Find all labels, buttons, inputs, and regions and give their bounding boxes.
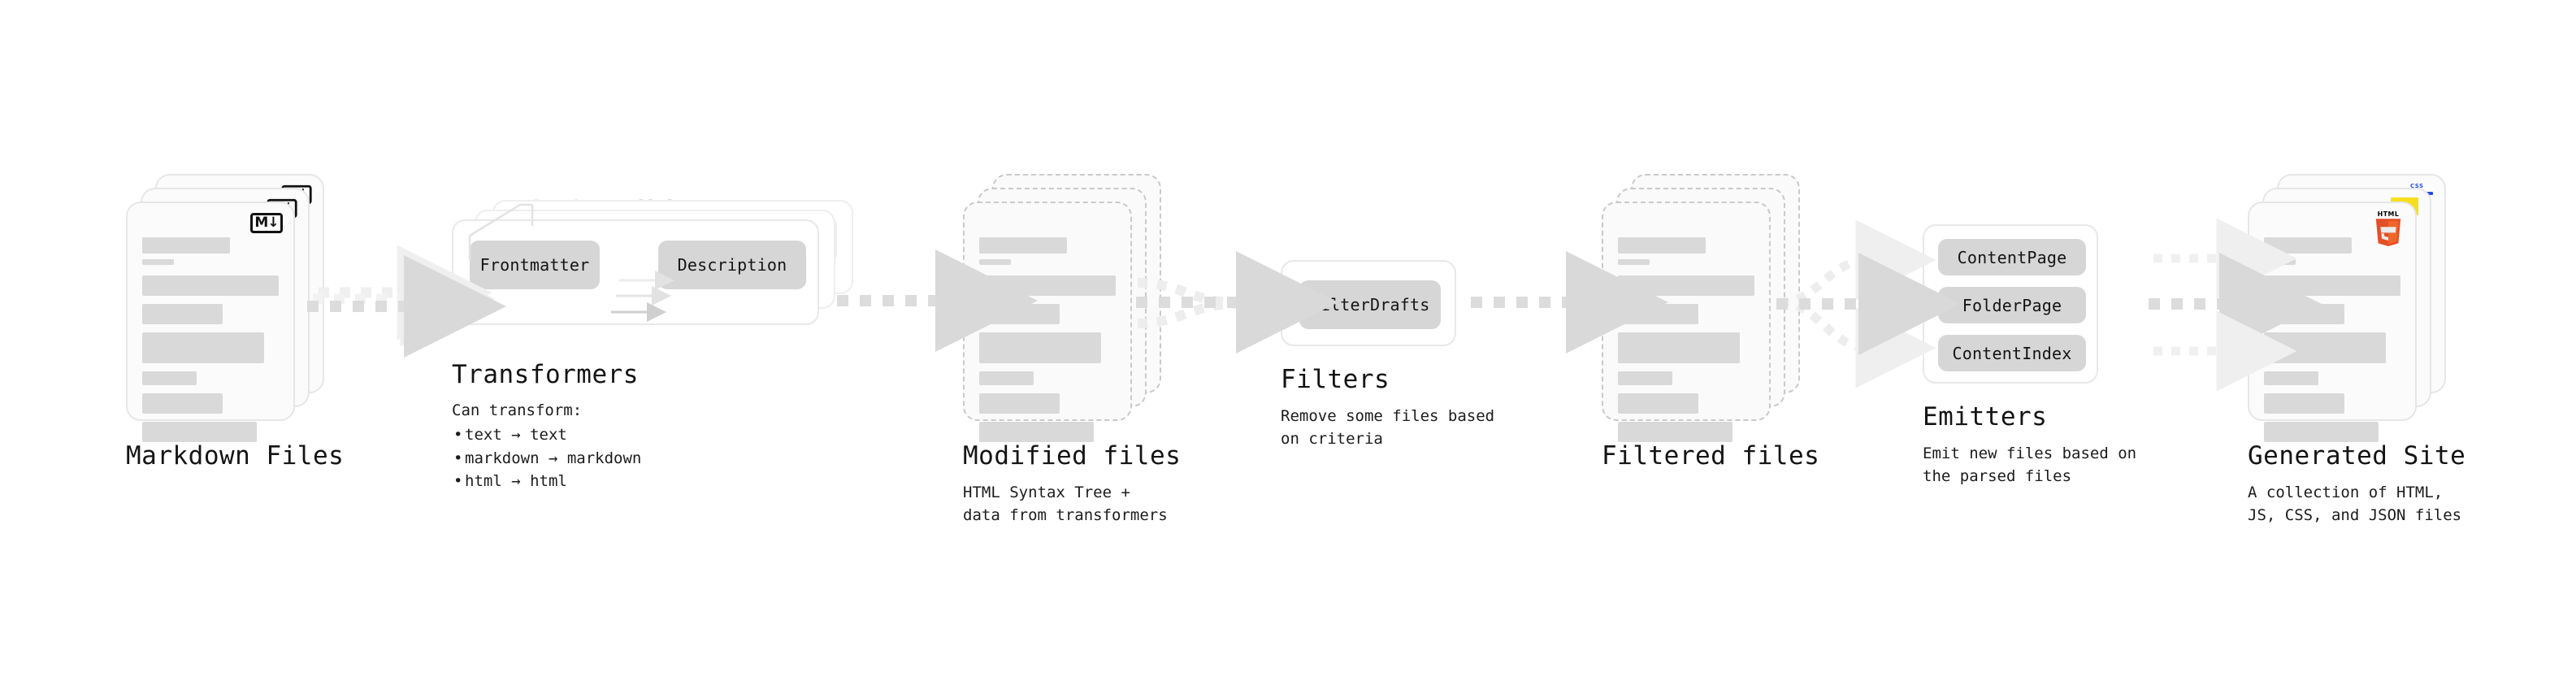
filters-container: FilterDrafts <box>1281 260 1456 346</box>
skeleton-bar <box>1618 332 1740 363</box>
skeleton-bar <box>979 393 1060 414</box>
skeleton-bar <box>979 259 1011 265</box>
skeleton-bars <box>2264 237 2400 450</box>
skeleton-bar <box>979 237 1067 254</box>
skeleton-bar <box>1618 393 1699 414</box>
markdown-icon: M↓ <box>250 213 283 233</box>
stage-modified-files: Modified files HTML Syntax Tree + data f… <box>963 174 1182 527</box>
transformers-bullet-list: text → text markdown → markdown html → h… <box>452 423 858 493</box>
skeleton-bar <box>2264 393 2345 414</box>
html5-icon: HTML <box>2371 210 2405 249</box>
site-card-front: HTML <box>2248 202 2417 442</box>
skeleton-bar <box>142 237 230 254</box>
markdown-card-stack: M↓ M↓ M↓ <box>126 174 326 442</box>
stage-emitters: ContentPage FolderPage ContentIndex Emit… <box>1923 224 2136 488</box>
skeleton-bar <box>142 332 264 363</box>
skeleton-bar <box>142 275 279 296</box>
stage-title-filters: Filters <box>1281 365 1390 394</box>
stage-markdown-files: M↓ M↓ M↓ Markdown Files <box>126 174 345 471</box>
skeleton-bar <box>142 422 258 442</box>
skeleton-bar <box>1618 371 1673 385</box>
skeleton-bar <box>979 304 1060 324</box>
svg-text:HTML: HTML <box>2378 210 2400 218</box>
skeleton-bar <box>979 371 1034 385</box>
skeleton-bar <box>142 393 223 414</box>
skeleton-bars <box>979 237 1116 450</box>
site-card-stack: CSS HTML <box>2248 174 2451 442</box>
emitter-node-contentpage[interactable]: ContentPage <box>1938 239 2086 275</box>
skeleton-bars <box>1618 237 1754 450</box>
skeleton-bar <box>2264 422 2379 442</box>
filtered-card-front <box>1602 202 1771 442</box>
skeleton-bar <box>2264 304 2345 324</box>
modified-card-stack <box>963 174 1163 442</box>
stage-title-generated-site: Generated Site <box>2248 441 2466 471</box>
emitter-node-contentindex[interactable]: ContentIndex <box>1938 335 2086 371</box>
emitters-box-wrap: ContentPage FolderPage ContentIndex <box>1923 224 2098 384</box>
stage-filters: FilterDrafts Filters Remove some files b… <box>1281 260 1494 451</box>
filtered-card-stack <box>1602 174 1802 442</box>
stage-desc-emitters: Emit new files based on the parsed files <box>1923 444 2137 486</box>
bullet-item: markdown → markdown <box>452 447 858 471</box>
skeleton-bar <box>1618 422 1733 442</box>
stage-desc-transformers: Can transform: <box>452 401 583 419</box>
skeleton-bar <box>2264 332 2386 363</box>
stage-title-modified-files: Modified files <box>963 441 1182 471</box>
transformers-container: Frontmatter Description <box>452 219 819 325</box>
skeleton-bar <box>1618 259 1650 265</box>
bullet-item: html → html <box>452 470 858 493</box>
stage-desc-modified-files: HTML Syntax Tree + data from transformer… <box>963 483 1168 525</box>
filter-node-filterdrafts[interactable]: FilterDrafts <box>1299 280 1441 329</box>
skeleton-bar <box>2264 259 2296 265</box>
skeleton-bar <box>142 259 174 265</box>
bullet-item: text → text <box>452 423 858 447</box>
connector-emitters-to-site <box>2149 218 2322 392</box>
stage-title-transformers: Transformers <box>452 360 639 389</box>
stage-title-markdown-files: Markdown Files <box>126 441 345 471</box>
markdown-card-front: M↓ <box>126 202 295 442</box>
emitters-container: ContentPage FolderPage ContentIndex <box>1923 224 2098 384</box>
skeleton-bar <box>979 332 1101 363</box>
skeleton-bar <box>142 304 223 324</box>
skeleton-bar <box>979 275 1116 296</box>
skeleton-bar <box>142 371 197 385</box>
transformers-box-stack: Frontmatter Description <box>452 200 858 332</box>
transformer-node-frontmatter[interactable]: Frontmatter <box>470 241 600 289</box>
skeleton-bar <box>1618 275 1754 296</box>
transformer-node-description[interactable]: Description <box>658 241 806 289</box>
skeleton-bar <box>2264 371 2319 385</box>
stage-desc-filters: Remove some files based on criteria <box>1281 406 1495 449</box>
skeleton-bar <box>1618 304 1699 324</box>
skeleton-bar <box>2264 237 2352 254</box>
skeleton-bar <box>979 422 1095 442</box>
stage-desc-generated-site: A collection of HTML, JS, CSS, and JSON … <box>2248 483 2462 525</box>
stage-filtered-files: Filtered files <box>1602 174 1820 471</box>
filters-box-wrap: FilterDrafts <box>1281 260 1456 346</box>
stage-transformers: Run in parallel Frontmatter Description … <box>452 197 858 493</box>
stage-title-emitters: Emitters <box>1923 402 2048 432</box>
skeleton-bar <box>1618 237 1706 254</box>
stage-generated-site: CSS HTML <box>2248 174 2466 527</box>
emitter-node-folderpage[interactable]: FolderPage <box>1938 287 2086 323</box>
skeleton-bar <box>2264 275 2400 296</box>
skeleton-bars <box>142 237 279 450</box>
stage-title-filtered-files: Filtered files <box>1602 441 1820 471</box>
modified-card-front <box>963 202 1132 442</box>
